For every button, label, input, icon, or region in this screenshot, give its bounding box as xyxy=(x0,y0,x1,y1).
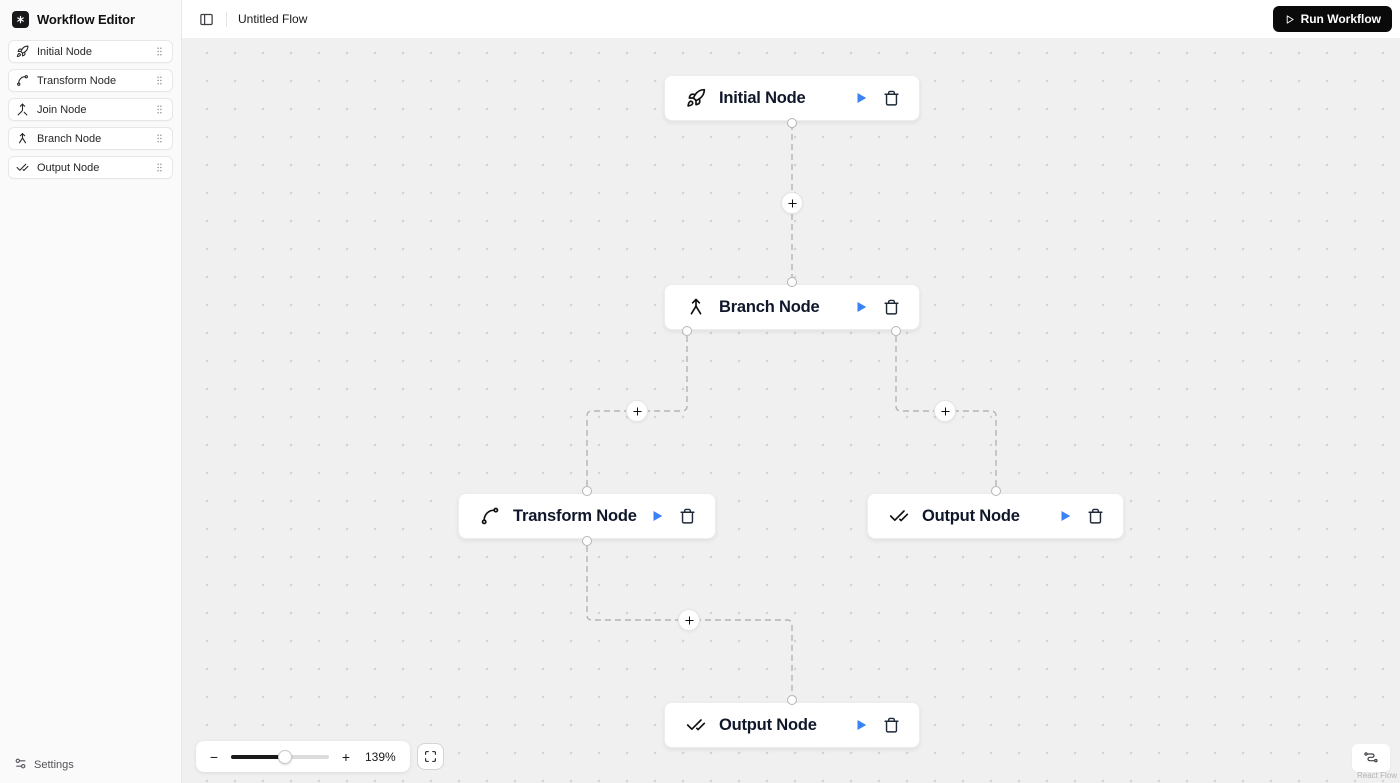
sidebar-item-join-node[interactable]: Join Node xyxy=(8,98,173,121)
edge-add-node-button plus-icon[interactable] xyxy=(934,400,956,422)
zoom-in-button[interactable]: + xyxy=(339,749,353,765)
flow-name: Untitled Flow xyxy=(238,12,308,26)
sidebar-item-label: Output Node xyxy=(37,161,100,174)
sidebar-item-label: Branch Node xyxy=(37,132,102,145)
connection-handle[interactable] xyxy=(991,486,1001,496)
edge-add-node-button plus-icon[interactable] xyxy=(781,192,803,214)
sidebar-toggle-button panel-left-icon[interactable] xyxy=(195,8,217,30)
connection-handle[interactable] xyxy=(787,277,797,287)
sidebar-header: Workflow Editor xyxy=(0,0,181,38)
node-title: Output Node xyxy=(719,715,817,734)
edge-add-node-button plus-icon[interactable] xyxy=(678,609,700,631)
flow-node-branch[interactable]: Branch Node xyxy=(664,284,920,330)
node-actions xyxy=(1058,508,1104,525)
node-delete-button trash-icon[interactable] xyxy=(1087,508,1104,525)
edge-add-node-button plus-icon[interactable] xyxy=(626,400,648,422)
node-run-button play-icon[interactable] xyxy=(854,300,868,314)
sidebar: Workflow Editor Initial Node Transform N… xyxy=(0,0,182,783)
node-actions xyxy=(854,717,900,734)
sidebar-item-label: Join Node xyxy=(37,103,87,116)
branch-icon xyxy=(686,297,706,317)
grip-vertical-icon[interactable] xyxy=(154,46,165,57)
run-workflow-button[interactable]: Run Workflow xyxy=(1272,6,1392,32)
sidebar-item-output-node[interactable]: Output Node xyxy=(8,156,173,179)
node-title: Output Node xyxy=(922,506,1020,525)
check-check-icon xyxy=(16,161,29,174)
grip-vertical-icon[interactable] xyxy=(154,133,165,144)
connection-handle[interactable] xyxy=(891,326,901,336)
node-delete-button trash-icon[interactable] xyxy=(883,299,900,316)
topbar-divider xyxy=(226,11,227,27)
zoom-out-button[interactable]: − xyxy=(207,749,221,765)
node-actions xyxy=(854,299,900,316)
node-delete-button trash-icon[interactable] xyxy=(883,717,900,734)
check-check-icon xyxy=(889,506,909,526)
zoom-slider[interactable] xyxy=(231,749,329,764)
rocket-icon xyxy=(16,45,29,58)
node-run-button play-icon[interactable] xyxy=(650,509,664,523)
flow-node-output-2[interactable]: Output Node xyxy=(664,702,920,748)
spline-icon xyxy=(480,506,500,526)
zoom-controls-panel: − + 139% xyxy=(196,741,410,772)
node-title: Branch Node xyxy=(719,297,820,316)
zoom-slider-fill xyxy=(231,754,285,759)
check-check-icon xyxy=(686,715,706,735)
grip-vertical-icon[interactable] xyxy=(154,162,165,173)
sidebar-item-transform-node[interactable]: Transform Node xyxy=(8,69,173,92)
sidebar-item-branch-node[interactable]: Branch Node xyxy=(8,127,173,150)
app-title: Workflow Editor xyxy=(37,12,135,27)
flow-node-output-1[interactable]: Output Node xyxy=(867,493,1124,539)
zoom-slider-thumb[interactable] xyxy=(277,749,292,764)
connection-handle[interactable] xyxy=(682,326,692,336)
node-title: Transform Node xyxy=(513,506,637,525)
node-run-button play-icon[interactable] xyxy=(854,718,868,732)
spline-icon xyxy=(16,74,29,87)
settings-label: Settings xyxy=(34,759,74,771)
play-icon xyxy=(1284,14,1295,25)
flow-node-initial[interactable]: Initial Node xyxy=(664,75,920,121)
sidebar-item-initial-node[interactable]: Initial Node xyxy=(8,40,173,63)
sidebar-node-list: Initial Node Transform Node Join Node Br… xyxy=(0,38,181,179)
sidebar-item-label: Initial Node xyxy=(37,45,93,58)
node-delete-button trash-icon[interactable] xyxy=(679,508,696,525)
zoom-level-label: 139% xyxy=(365,749,396,764)
flow-canvas[interactable] xyxy=(182,38,1400,783)
app-logo asterisk-icon xyxy=(12,11,29,28)
topbar: Untitled Flow Run Workflow xyxy=(182,0,1400,38)
grip-vertical-icon[interactable] xyxy=(154,104,165,115)
connection-handle[interactable] xyxy=(582,486,592,496)
sidebar-item-label: Transform Node xyxy=(37,74,117,87)
node-title: Initial Node xyxy=(719,88,806,107)
node-run-button play-icon[interactable] xyxy=(1058,509,1072,523)
node-run-button play-icon[interactable] xyxy=(854,91,868,105)
node-delete-button trash-icon[interactable] xyxy=(883,90,900,107)
run-workflow-label: Run Workflow xyxy=(1300,12,1381,26)
sliders-icon xyxy=(14,757,27,773)
rocket-icon xyxy=(686,88,706,108)
node-actions xyxy=(650,508,696,525)
connection-handle[interactable] xyxy=(787,118,797,128)
merge-icon xyxy=(16,103,29,116)
grip-vertical-icon[interactable] xyxy=(154,75,165,86)
connection-handle[interactable] xyxy=(582,536,592,546)
attribution-label: React Flow xyxy=(1356,771,1397,780)
fit-view-button maximize-icon[interactable] xyxy=(417,743,444,770)
settings-button[interactable]: Settings xyxy=(14,757,74,773)
connection-handle[interactable] xyxy=(787,695,797,705)
node-actions xyxy=(854,90,900,107)
flow-node-transform[interactable]: Transform Node xyxy=(458,493,716,539)
branch-icon xyxy=(16,132,29,145)
reactflow-logo-icon[interactable] xyxy=(1352,744,1390,772)
